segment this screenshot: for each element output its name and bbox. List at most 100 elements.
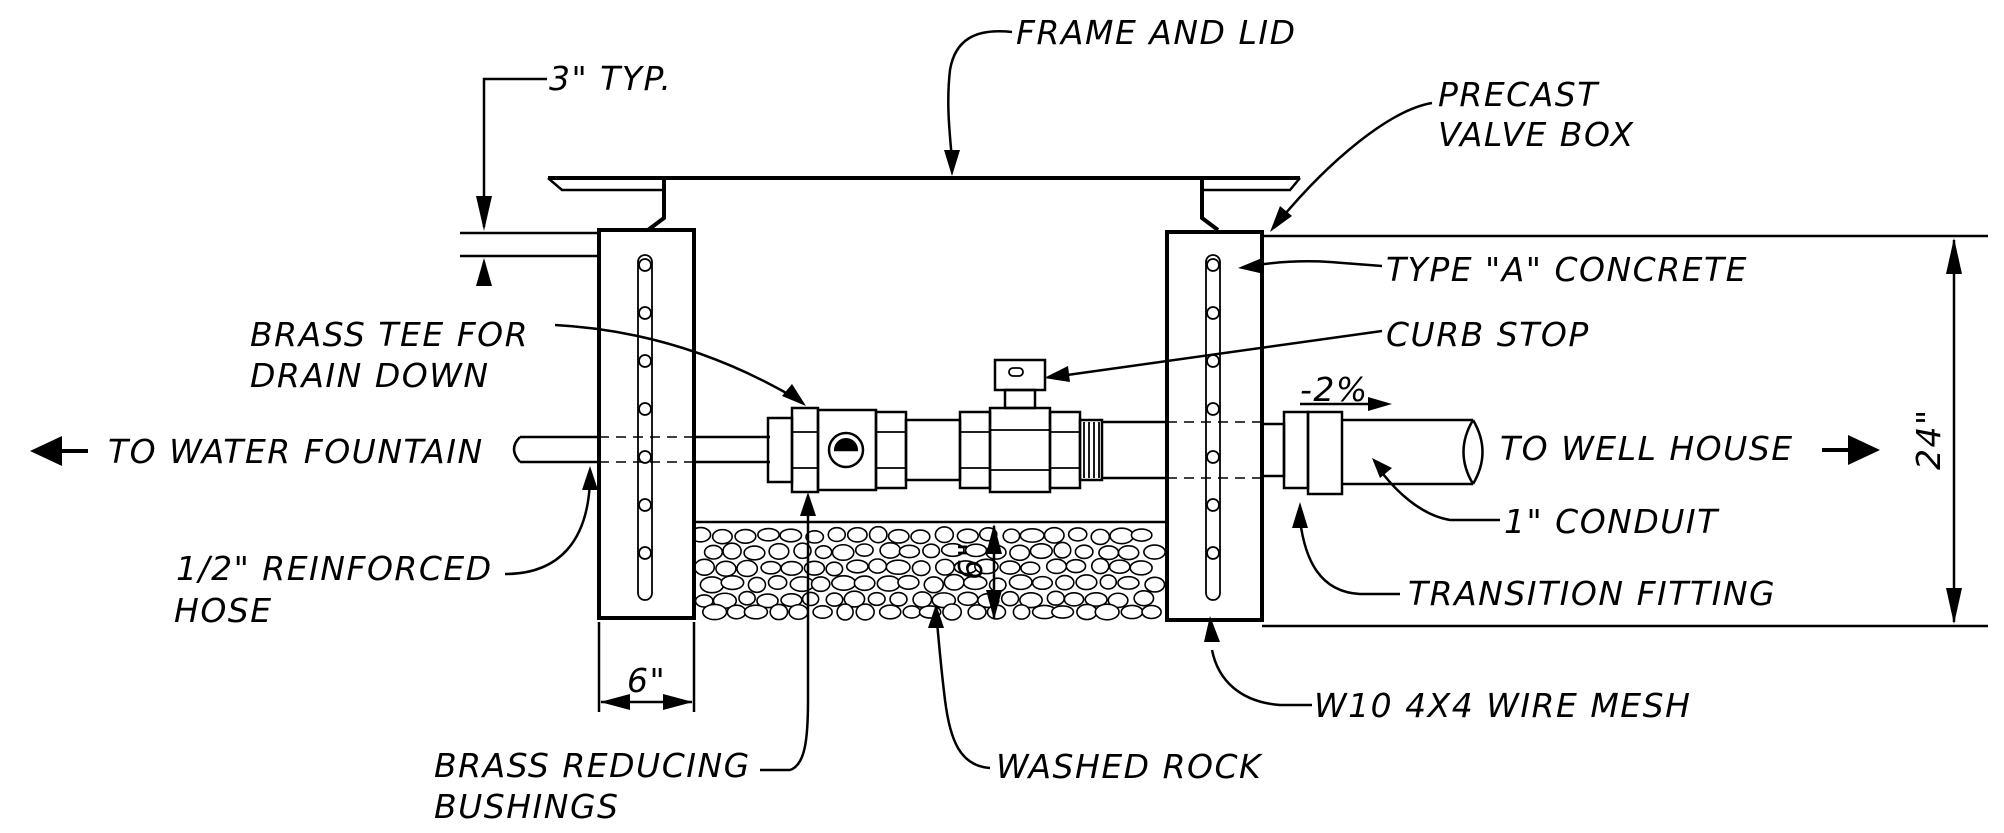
rock-stone <box>801 591 820 607</box>
rock-stone <box>1133 590 1155 607</box>
dimension-24-in <box>1946 238 1962 624</box>
rock-stone <box>845 559 869 574</box>
rock-stone <box>722 542 742 560</box>
label-washed-rock: WASHED ROCK <box>996 747 1263 786</box>
rock-stone <box>720 575 745 591</box>
label-to-water-fountain: TO WATER FOUNTAIN <box>108 432 484 471</box>
rock-stone <box>1063 591 1085 607</box>
rock-stone <box>897 574 920 590</box>
rock-stone <box>726 604 747 620</box>
rock-stone <box>867 591 886 607</box>
mesh-wire-dot <box>638 546 652 560</box>
rock-stone <box>812 605 833 619</box>
mesh-wire-dot <box>638 354 652 368</box>
rock-stone <box>1019 528 1045 543</box>
mesh-wire-dot <box>1206 258 1220 272</box>
label-3-in-typ: 3" TYP. <box>549 59 672 98</box>
rock-stone <box>747 576 767 594</box>
rock-stone <box>1090 528 1111 546</box>
rock-stones <box>689 525 1166 621</box>
rock-stone <box>1117 575 1140 590</box>
mesh-wire-dot <box>1206 546 1220 560</box>
label-brass-reducing: BRASS REDUCING <box>434 746 751 785</box>
rock-stone <box>910 529 931 545</box>
rock-stone <box>743 545 766 561</box>
rock-stone <box>1130 528 1153 542</box>
rock-stone <box>912 591 933 608</box>
rock-stone <box>999 560 1021 575</box>
label-bushings: BUSHINGS <box>434 787 620 826</box>
rock-stone <box>1084 592 1108 607</box>
mesh-wire-dot <box>638 402 652 416</box>
mesh-wire-dot <box>638 498 652 512</box>
rock-stone <box>1108 559 1131 575</box>
rock-stone <box>756 593 779 609</box>
mesh-wire-dot <box>638 258 652 272</box>
label-24-in: 24" <box>1909 408 1948 470</box>
label-1-in-conduit: 1" CONDUIT <box>1504 502 1720 541</box>
rock-stone <box>1075 574 1098 591</box>
rock-stone <box>715 560 737 577</box>
rock-stone <box>853 575 876 592</box>
mesh-wire-dot <box>1206 450 1220 464</box>
rock-stone <box>1067 527 1088 542</box>
rock-stone <box>1012 604 1031 620</box>
text-labels: FRAME AND LID 3" TYP. PRECAST VALVE BOX … <box>108 13 1948 826</box>
rock-stone <box>803 560 826 576</box>
rock-stone <box>1143 544 1166 560</box>
dimension-3-in-typ <box>476 77 547 286</box>
label-transition-fitting: TRANSITION FITTING <box>1408 574 1776 613</box>
label-brass-tee-for: BRASS TEE FOR <box>250 315 529 354</box>
rock-stone <box>889 591 908 607</box>
rock-stone <box>767 574 788 590</box>
rock-stone <box>1117 545 1140 561</box>
reinforced-hose <box>512 435 770 464</box>
rock-stone <box>1020 561 1041 576</box>
rock-stone <box>831 574 857 592</box>
rock-stone <box>1002 528 1021 544</box>
wire-mesh-left <box>638 258 652 560</box>
washed-rock-bed <box>689 520 1166 621</box>
label-to-well-house: TO WELL HOUSE <box>1500 429 1794 468</box>
rock-stone <box>768 542 790 560</box>
rock-stone <box>827 526 847 543</box>
rock-stone <box>711 528 733 545</box>
rock-stone <box>988 577 1007 593</box>
flow-arrows <box>30 397 1880 466</box>
label-hose: HOSE <box>174 591 273 630</box>
rock-stone <box>885 559 911 575</box>
label-valve-box: VALVE BOX <box>1438 115 1635 154</box>
rock-stone <box>1074 544 1094 560</box>
rock-stone <box>1046 590 1065 606</box>
rock-stone <box>855 603 875 621</box>
rock-stone <box>876 575 901 592</box>
right-concrete-wall <box>1165 230 1264 622</box>
rock-stone <box>825 592 844 607</box>
rock-stone <box>699 576 725 594</box>
rock-stone <box>738 590 756 606</box>
rock-stone <box>942 603 963 621</box>
rock-stone <box>736 559 759 578</box>
rock-stone <box>854 543 874 557</box>
rock-stone <box>1109 527 1135 545</box>
label-drain-down: DRAIN DOWN <box>250 356 490 395</box>
rock-stone <box>878 604 902 620</box>
rock-stone <box>769 603 789 621</box>
frame-and-lid <box>547 176 1301 232</box>
rock-stone <box>1098 545 1120 561</box>
rock-stone <box>1000 590 1020 607</box>
mesh-wire-dot <box>1206 306 1220 320</box>
rock-stone <box>1065 558 1087 574</box>
rock-stone <box>1144 576 1166 593</box>
rock-stone <box>1141 604 1162 620</box>
mesh-wire-dot <box>638 450 652 464</box>
label-frame-and-lid: FRAME AND LID <box>1016 13 1297 52</box>
rock-stone <box>1120 604 1144 620</box>
rock-stone <box>1094 603 1120 621</box>
rock-stone <box>814 544 833 560</box>
label-6-in-width: 6" <box>627 661 666 700</box>
rock-stone <box>789 576 815 593</box>
label-slope: -2% <box>1300 370 1369 409</box>
leader-lines <box>504 30 1500 772</box>
